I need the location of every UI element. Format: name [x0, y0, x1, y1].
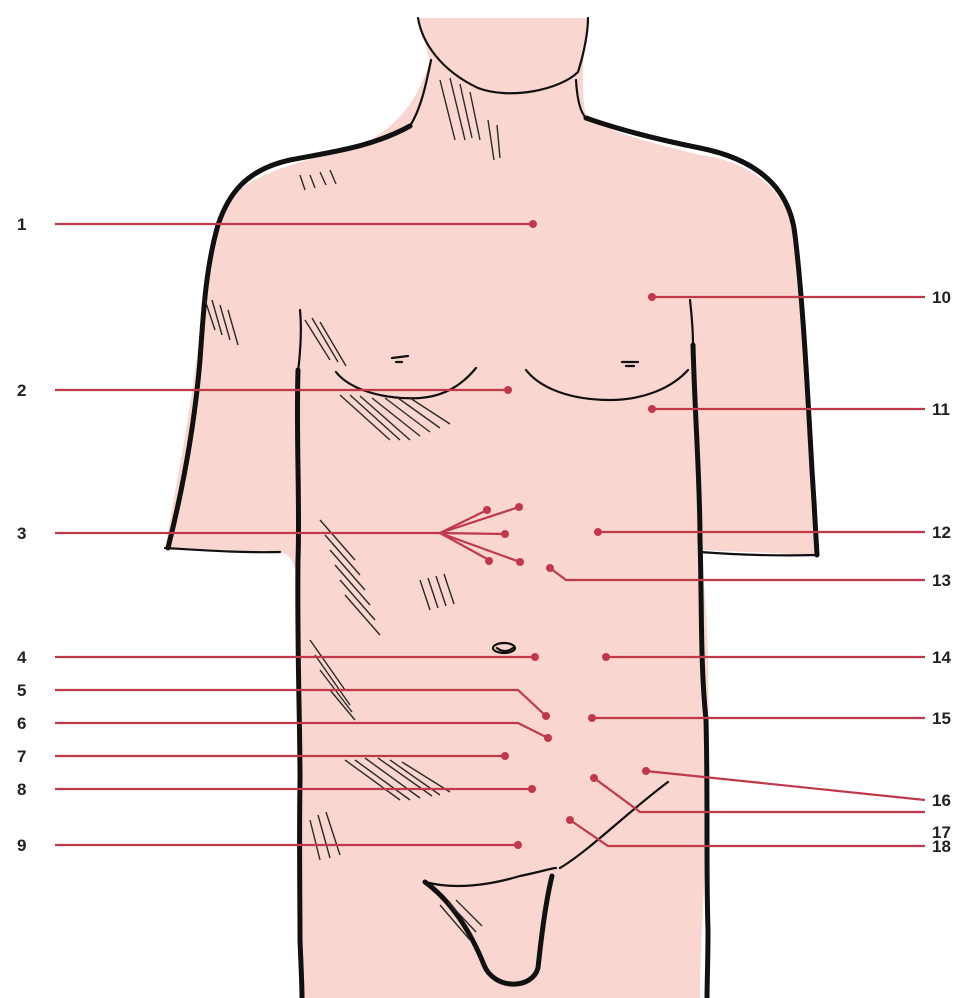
label-11: 11 [932, 400, 950, 419]
label-10: 10 [932, 288, 951, 307]
label-2: 2 [17, 381, 26, 400]
label-9: 9 [17, 836, 26, 855]
label-1: 1 [17, 215, 26, 234]
label-13: 13 [932, 571, 951, 590]
label-14: 14 [932, 648, 951, 667]
label-15: 15 [932, 709, 951, 728]
label-7: 7 [17, 747, 26, 766]
label-16: 16 [932, 791, 951, 810]
label-18: 18 [932, 837, 951, 856]
label-8: 8 [17, 780, 26, 799]
torso-skin [165, 18, 818, 998]
label-12: 12 [932, 523, 951, 542]
label-5: 5 [17, 681, 26, 700]
label-6: 6 [17, 714, 26, 733]
torso-figure [165, 18, 818, 998]
label-3: 3 [17, 524, 26, 543]
label-4: 4 [17, 648, 27, 667]
